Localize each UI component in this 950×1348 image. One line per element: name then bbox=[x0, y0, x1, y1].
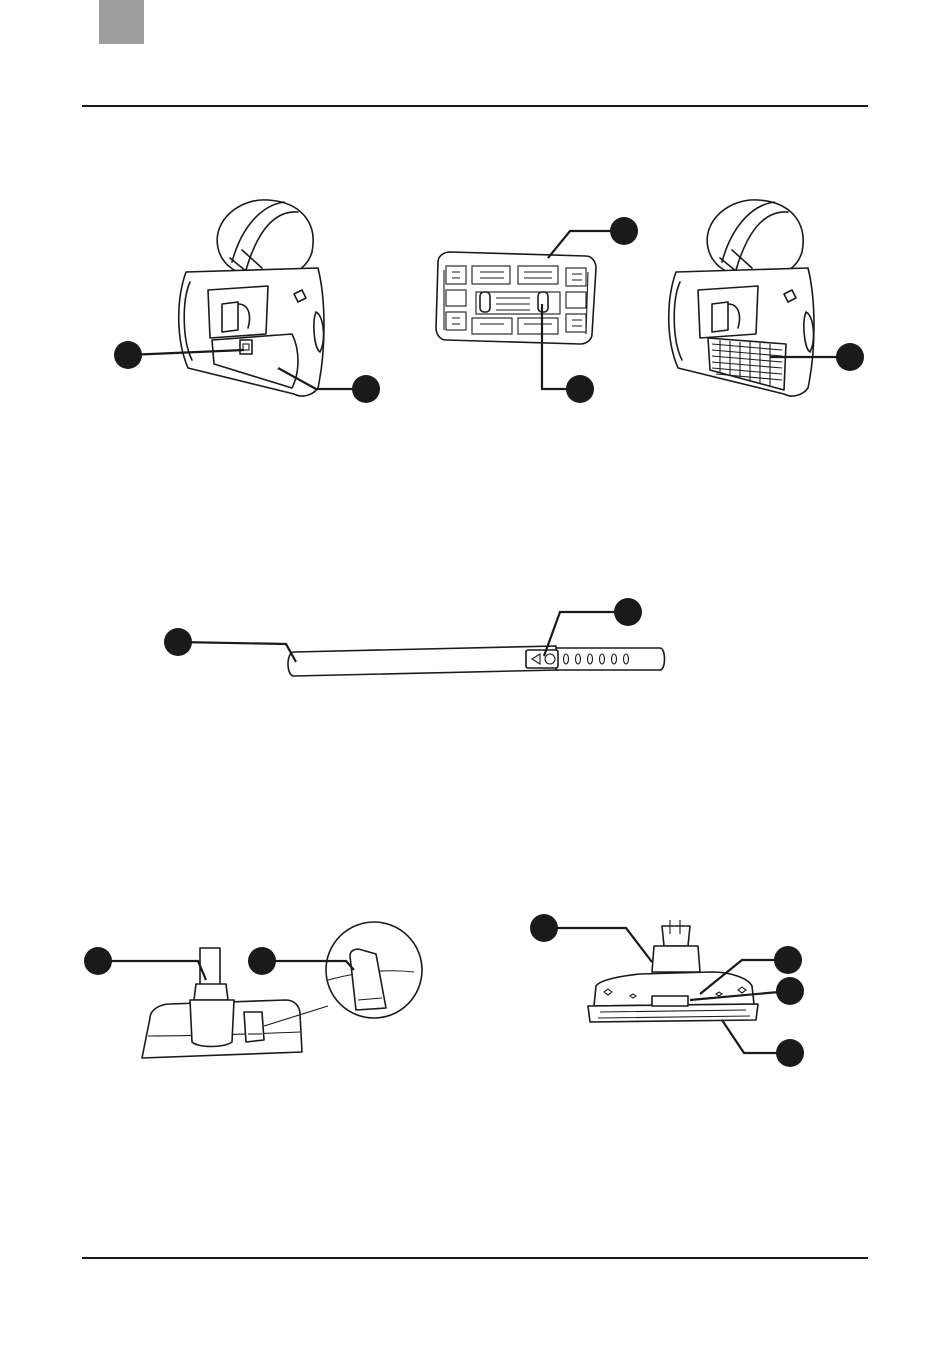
floor-nozzle-pedal-figure bbox=[84, 922, 422, 1058]
callout-marker bbox=[776, 977, 804, 1005]
callout-marker bbox=[164, 628, 192, 656]
callout-marker bbox=[776, 1039, 804, 1067]
callout-marker bbox=[114, 341, 142, 369]
callout-marker bbox=[774, 946, 802, 974]
callout-marker bbox=[84, 947, 112, 975]
turbo-floor-nozzle-figure bbox=[530, 914, 804, 1067]
callout-marker bbox=[530, 914, 558, 942]
callout-marker bbox=[610, 217, 638, 245]
canister-dust-cover-figure bbox=[114, 200, 380, 403]
exhaust-filter-figure bbox=[436, 217, 638, 403]
callout-marker bbox=[248, 947, 276, 975]
canister-filter-grille-figure bbox=[669, 200, 864, 396]
callout-marker bbox=[566, 375, 594, 403]
callout-marker bbox=[836, 343, 864, 371]
callout-marker bbox=[352, 375, 380, 403]
callout-marker bbox=[614, 598, 642, 626]
telescopic-tube-figure bbox=[164, 598, 665, 676]
